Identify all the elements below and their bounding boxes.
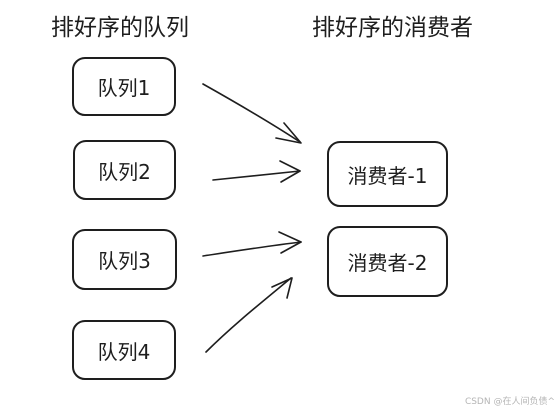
consumer-2-label: 消费者-2 (347, 251, 428, 275)
consumer-2-node: 消费者-2 (327, 226, 448, 297)
queue-3-node: 队列3 (72, 229, 177, 290)
consumer-1-label: 消费者-1 (347, 163, 428, 188)
arrow-queue3-to-consumer2 (202, 231, 302, 257)
consumer-1-node: 消费者-1 (327, 141, 448, 207)
queue-2-node: 队列2 (73, 140, 176, 200)
arrow-queue4-to-consumer2 (205, 277, 293, 353)
queues-heading: 排好序的队列 (51, 15, 189, 41)
queue-2-label: 队列2 (98, 159, 151, 184)
consumers-heading: 排好序的消费者 (312, 15, 473, 41)
queue-4-node: 队列4 (72, 320, 176, 380)
queue-1-label: 队列1 (97, 76, 151, 100)
queue-3-label: 队列3 (98, 249, 151, 273)
queue-4-label: 队列4 (97, 339, 151, 364)
arrow-queue2-to-consumer1 (212, 160, 301, 183)
queue-1-node: 队列1 (72, 57, 176, 116)
arrow-queue1-to-consumer1 (202, 83, 302, 144)
watermark-text: CSDN @在人间负债^ (464, 397, 555, 407)
